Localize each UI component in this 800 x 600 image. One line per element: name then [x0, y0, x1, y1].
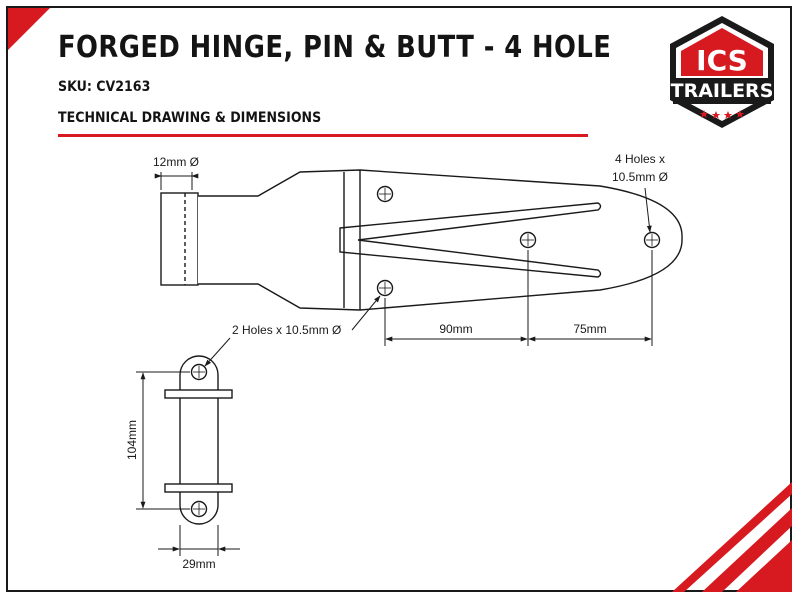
- butt-hole-center-marks: [193, 366, 205, 515]
- hinge-side-view: [164, 355, 233, 525]
- logo-text-ics: ICS: [696, 44, 748, 77]
- two-holes-leader: [351, 295, 381, 331]
- dimension-height-104: [136, 371, 190, 510]
- dimension-width-29: [158, 525, 240, 556]
- corner-accent-bottom-right: [672, 482, 792, 592]
- title-underline: [58, 134, 588, 137]
- butt-hole-leader: [204, 337, 231, 367]
- page-title: FORGED HINGE, PIN & BUTT - 4 HOLE: [58, 30, 612, 65]
- sku-label: SKU: CV2163: [58, 79, 151, 95]
- four-holes-label-line1: 4 Holes x: [615, 152, 665, 166]
- mount-hole: [519, 231, 537, 249]
- hinge-pin-knuckle: [160, 192, 199, 286]
- spacing-75-label: 75mm: [573, 322, 606, 336]
- butt-plate-lug-top: [164, 389, 233, 399]
- height-104-label: 104mm: [125, 420, 139, 460]
- hinge-center-slot: [339, 202, 602, 278]
- two-holes-label: 2 Holes x 10.5mm Ø: [232, 323, 341, 337]
- dimension-hole-spacing: [384, 250, 653, 346]
- hinge-strap-outline: [198, 169, 683, 311]
- mount-hole: [643, 231, 661, 249]
- width-29-label: 29mm: [182, 557, 215, 571]
- section-subtitle: TECHNICAL DRAWING & DIMENSIONS: [58, 110, 322, 126]
- hinge-top-view: [160, 169, 683, 311]
- logo-stars-icon: [699, 110, 745, 119]
- four-holes-leader: [644, 187, 652, 233]
- border-frame: [6, 6, 792, 592]
- pin-diameter-label: 12mm Ø: [153, 155, 199, 169]
- butt-plate-outline: [179, 355, 219, 525]
- corner-accent-top-left: [8, 8, 50, 50]
- mount-hole: [376, 185, 394, 203]
- dimension-pin-diameter: [154, 172, 199, 190]
- butt-plate-lug-bottom: [164, 483, 233, 493]
- spacing-90-label: 90mm: [439, 322, 472, 336]
- ics-trailers-logo: ICS TRAILERS: [670, 16, 774, 128]
- hole-center-marks: [379, 188, 658, 294]
- mount-hole: [376, 279, 394, 297]
- logo-text-trailers: TRAILERS: [671, 80, 774, 102]
- four-holes-label-line2: 10.5mm Ø: [612, 170, 668, 184]
